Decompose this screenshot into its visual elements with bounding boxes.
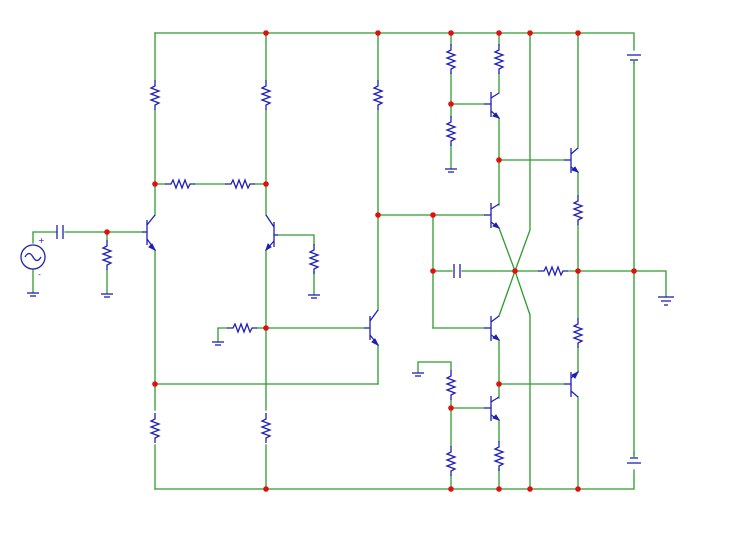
junction-node: [575, 30, 581, 36]
top-rail: [154, 32, 635, 51]
junction-node: [263, 30, 269, 36]
junction-node: [448, 30, 454, 36]
resistor-r6: [102, 239, 112, 271]
resistor-r12: [494, 43, 504, 75]
junction-node: [152, 381, 158, 387]
transistor-q1: [142, 214, 157, 252]
ground-icon: [100, 293, 114, 298]
junction-node: [263, 181, 269, 187]
ac-source-icon: + -: [20, 236, 46, 279]
junction-node: [496, 381, 502, 387]
junction-node: [375, 30, 381, 36]
junction-node: [512, 268, 518, 274]
grounds: [26, 168, 674, 377]
resistor-r8: [226, 323, 258, 333]
junction-node: [263, 486, 269, 492]
junction-node: [375, 212, 381, 218]
transistor-q7: [484, 396, 501, 421]
junction-node: [430, 212, 436, 218]
junction-nodes: [104, 30, 637, 492]
resistor-r14: [573, 194, 583, 226]
junction-node: [631, 268, 637, 274]
junction-node: [448, 405, 454, 411]
source-plus-label: +: [38, 236, 45, 245]
junction-node: [575, 486, 581, 492]
transistor-q2: [265, 214, 278, 252]
ground-icon: [411, 372, 425, 377]
resistor-r10: [261, 412, 271, 444]
resistor-r19: [494, 440, 504, 472]
junction-node: [152, 181, 158, 187]
resistor-r4: [164, 179, 196, 189]
transistor-q5: [484, 203, 501, 229]
junction-node: [496, 157, 502, 163]
transistor-q4: [484, 92, 501, 119]
junction-node: [496, 30, 502, 36]
ground-wire: [633, 270, 667, 297]
resistor-r13: [446, 115, 456, 147]
junction-node: [448, 101, 454, 107]
resistor-r16: [573, 317, 583, 349]
resistor-r17: [446, 369, 456, 401]
resistor-r18: [446, 445, 456, 477]
resistors: [102, 43, 583, 477]
ground-icon: [307, 294, 321, 299]
resistor-r9: [150, 412, 160, 444]
battery-bottom: [627, 451, 641, 464]
battery-top: [627, 54, 641, 64]
resistor-r5: [224, 179, 256, 189]
capacitor-input: [56, 225, 64, 239]
ground-icon: [658, 296, 674, 306]
junction-node: [104, 229, 110, 235]
transistor-q9: [564, 370, 580, 398]
resistor-r1: [150, 79, 160, 111]
resistor-r7: [309, 243, 319, 275]
transistor-q6: [484, 315, 501, 341]
transistor-q8: [564, 147, 580, 173]
junction-node: [527, 486, 533, 492]
transistor-q3: [364, 309, 380, 347]
junction-node: [575, 268, 581, 274]
junction-node: [527, 30, 533, 36]
resistor-r11: [446, 43, 456, 75]
wires: [32, 32, 667, 490]
resistor-r15: [537, 266, 569, 276]
junction-node: [430, 268, 436, 274]
source-minus-label: -: [38, 270, 41, 279]
bottom-rail: [154, 469, 635, 490]
resistor-r2: [261, 79, 271, 111]
ground-icon: [26, 292, 40, 297]
junction-node: [496, 486, 502, 492]
resistor-r3: [373, 79, 383, 111]
capacitor-bootstrap: [453, 264, 461, 278]
junction-node: [448, 486, 454, 492]
ground-icon: [444, 168, 458, 173]
ground-icon: [211, 341, 225, 346]
junction-node: [263, 325, 269, 331]
